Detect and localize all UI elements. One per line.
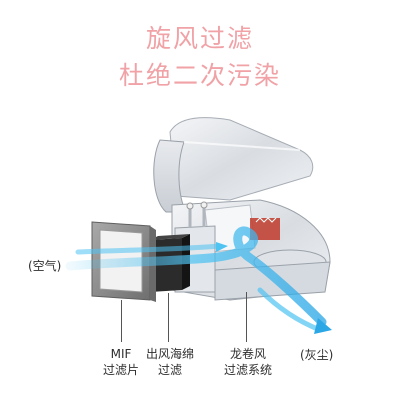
airflow-path: [65, 226, 332, 334]
label-sponge-line1: 出风海绵: [145, 347, 194, 361]
label-cyclone-line2: 过滤系统: [223, 363, 272, 377]
label-cyclone: 龙卷风 过滤系统: [218, 346, 278, 378]
sponge-leader: [168, 293, 169, 342]
headline-line-2: 杜绝二次污染: [118, 61, 281, 90]
label-air: (空气): [28, 259, 62, 273]
label-sponge-line2: 过滤: [157, 363, 182, 377]
label-dust: (灰尘): [300, 348, 334, 362]
label-mif-line1: MIF: [110, 347, 132, 361]
headline-line-1: 旋风过滤: [145, 24, 254, 53]
mif-leader: [121, 300, 122, 342]
label-sponge: 出风海绵 过滤: [140, 346, 200, 378]
label-mif: MIF 过滤片: [96, 346, 146, 378]
cup-handle: [153, 117, 314, 213]
label-mif-line2: 过滤片: [102, 363, 139, 377]
label-cyclone-line1: 龙卷风: [229, 347, 266, 361]
cyclone-leader: [246, 292, 247, 342]
